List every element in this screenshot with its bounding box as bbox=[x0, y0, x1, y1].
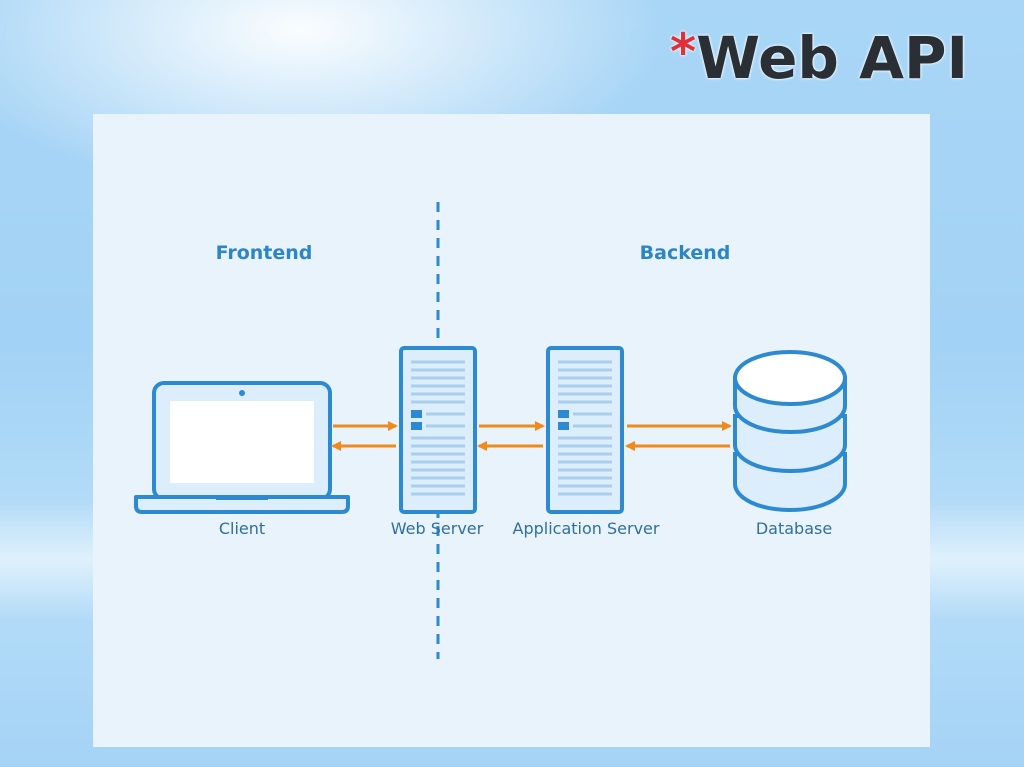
diagram-panel: Frontend Backend Client Web Server Appli… bbox=[93, 114, 930, 747]
slide-title-text: Web API bbox=[696, 24, 969, 92]
application-server-label: Application Server bbox=[512, 519, 660, 538]
backend-heading: Backend bbox=[639, 242, 731, 264]
database-icon bbox=[733, 350, 847, 512]
client-label: Client bbox=[218, 519, 266, 538]
application-server-icon bbox=[546, 346, 624, 514]
title-bullet: * bbox=[670, 23, 697, 81]
slide-title: *Web API bbox=[670, 18, 968, 98]
laptop-icon bbox=[134, 381, 350, 514]
database-label: Database bbox=[755, 519, 833, 538]
web-server-icon bbox=[399, 346, 477, 514]
architecture-diagram bbox=[134, 202, 847, 659]
frontend-heading: Frontend bbox=[215, 242, 313, 264]
web-server-label: Web Server bbox=[390, 519, 484, 538]
